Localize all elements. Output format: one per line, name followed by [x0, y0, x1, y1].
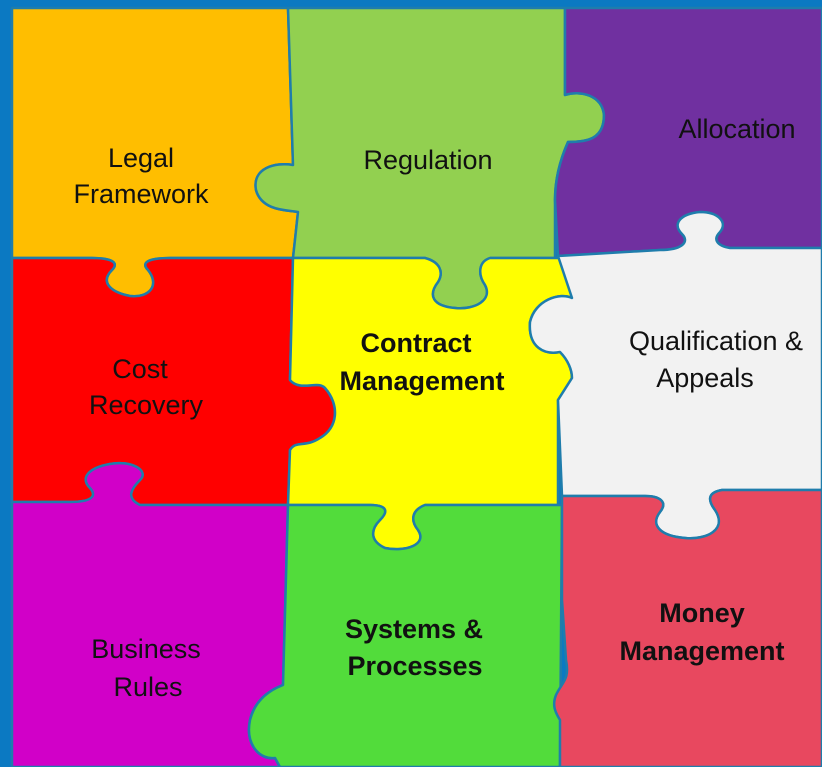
business-rules-label-line1: Business: [91, 634, 201, 664]
business-rules-piece: [10, 461, 290, 767]
cost-recovery-piece: [10, 256, 337, 507]
legal-framework-label-line2: Framework: [73, 179, 209, 209]
allocation-label: Allocation: [678, 114, 795, 144]
business-rules-label-line2: Rules: [113, 672, 182, 702]
systems-processes-label-line1: Systems &: [345, 614, 483, 644]
systems-processes-label-line2: Processes: [347, 651, 482, 681]
contract-management-label-line1: Contract: [360, 328, 471, 358]
systems-processes-piece: [247, 503, 564, 767]
cost-recovery-label-line1: Cost: [112, 354, 168, 384]
regulation-label: Regulation: [363, 145, 492, 175]
money-management-label-line2: Management: [619, 636, 784, 666]
money-management-piece: [552, 488, 822, 767]
contract-management-label-line2: Management: [339, 366, 504, 396]
qualification-appeals-label-line2: Appeals: [656, 363, 754, 393]
qualification-appeals-label-line1: Qualification &: [629, 326, 803, 356]
money-management-label-line1: Money: [659, 598, 745, 628]
cost-recovery-label-line2: Recovery: [89, 390, 204, 420]
legal-framework-label-line1: Legal: [108, 143, 174, 173]
